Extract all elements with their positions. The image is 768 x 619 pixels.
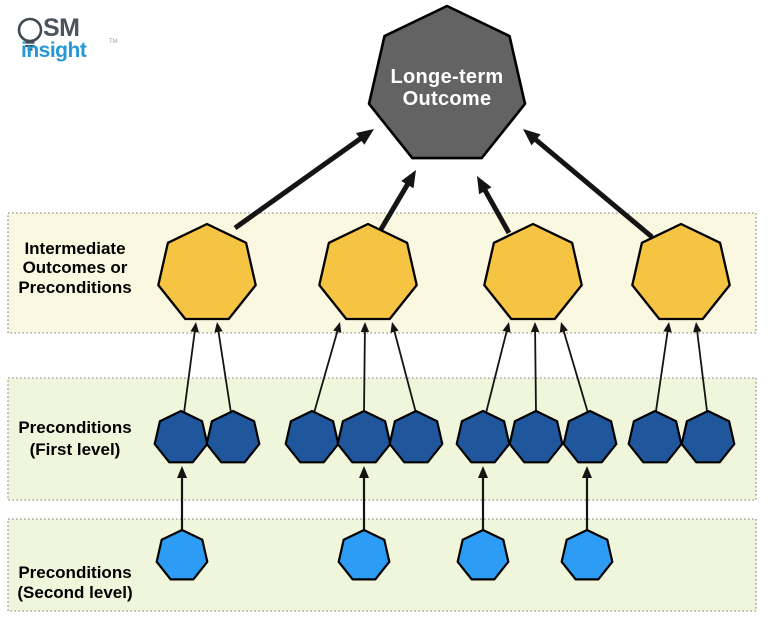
arrow-shaft — [217, 329, 232, 414]
arrow-head — [559, 322, 568, 333]
arrow-shaft — [313, 329, 339, 414]
arrow-secondlevel-to-firstlevel-4 — [582, 466, 592, 532]
arrow-head — [693, 322, 702, 333]
arrow-head — [190, 322, 199, 333]
logo-trademark-mark: TM — [109, 39, 118, 45]
arrow-firstlevel-to-intermediate-8 — [559, 322, 589, 414]
arrow-shaft — [377, 181, 411, 233]
first-level-heptagon-1-2 — [205, 409, 261, 464]
arrow-intermediate-to-longterm-1 — [233, 129, 374, 231]
arrow-head — [333, 322, 342, 333]
arrow-head — [523, 129, 541, 146]
arrow-head — [582, 466, 592, 478]
arrow-intermediate-to-longterm-3 — [477, 176, 512, 235]
intermediate-heptagon-1 — [157, 222, 257, 321]
arrow-secondlevel-to-firstlevel-3 — [478, 466, 488, 532]
arrow-head — [356, 129, 374, 145]
arrow-head — [477, 176, 492, 195]
first-level-heptagon-4-1 — [627, 409, 683, 464]
intermediate-heptagon-3 — [483, 222, 583, 321]
first-level-heptagon-3-2 — [508, 409, 564, 464]
arrow-head — [530, 322, 540, 332]
first-level-heptagon-1-1 — [153, 409, 209, 464]
arrow-shaft — [482, 187, 512, 235]
arrow-shaft — [534, 329, 537, 414]
arrow-intermediate-to-longterm-2 — [377, 170, 416, 233]
arrow-shaft — [363, 329, 366, 414]
arrow-shaft — [183, 329, 196, 414]
arrow-head — [663, 322, 672, 333]
band-label-second-level: Preconditions(Second level) — [17, 563, 132, 602]
arrow-firstlevel-to-intermediate-6 — [485, 322, 511, 414]
intermediate-heptagon-2 — [318, 222, 418, 321]
arrow-secondlevel-to-firstlevel-1 — [177, 466, 187, 532]
second-level-heptagon-2 — [337, 528, 391, 581]
first-level-heptagon-3-1 — [455, 409, 511, 464]
arrow-shaft — [696, 329, 708, 412]
arrow-firstlevel-to-intermediate-9 — [655, 322, 672, 412]
arrow-head — [359, 466, 369, 478]
second-level-heptagon-1 — [155, 528, 209, 581]
first-level-heptagon-2-3 — [388, 409, 444, 464]
band-label-first-level: Preconditions(First level) — [18, 418, 131, 459]
first-level-heptagon-3-3 — [562, 409, 618, 464]
first-level-heptagon-2-1 — [284, 409, 340, 464]
arrow-firstlevel-to-intermediate-1 — [183, 322, 199, 414]
arrow-head — [214, 322, 223, 333]
arrow-firstlevel-to-intermediate-2 — [214, 322, 232, 414]
arrow-shaft — [562, 329, 589, 414]
lightbulb-icon — [17, 17, 43, 51]
arrow-head — [360, 322, 370, 332]
arrow-firstlevel-to-intermediate-3 — [313, 322, 342, 414]
long-term-outcome-heptagon — [367, 4, 527, 160]
logo-brand-sm: SM — [43, 14, 80, 42]
arrow-head — [401, 170, 416, 189]
arrow-secondlevel-to-firstlevel-2 — [359, 466, 369, 532]
arrow-intermediate-to-longterm-4 — [523, 129, 654, 239]
arrow-head — [502, 322, 511, 333]
second-level-heptagon-3 — [456, 528, 510, 581]
arrow-firstlevel-to-intermediate-10 — [693, 322, 708, 412]
arrow-shaft — [485, 329, 508, 414]
arrow-head — [478, 466, 488, 478]
arrow-firstlevel-to-intermediate-4 — [360, 322, 370, 414]
arrow-firstlevel-to-intermediate-7 — [530, 322, 540, 414]
logo-brand-insight: insight — [21, 39, 87, 62]
arrow-shaft — [532, 136, 654, 239]
first-level-heptagon-4-2 — [680, 409, 736, 464]
arrow-head — [177, 466, 187, 478]
first-level-heptagon-2-2 — [336, 409, 392, 464]
arrow-head — [390, 322, 399, 333]
arrow-firstlevel-to-intermediate-5 — [390, 322, 417, 414]
arrow-shaft — [233, 135, 364, 231]
sm-insight-logo: SM insight TM — [17, 14, 118, 62]
second-level-heptagon-4 — [560, 528, 614, 581]
arrow-shaft — [393, 329, 417, 414]
intermediate-heptagon-4 — [631, 222, 731, 321]
arrow-shaft — [655, 329, 669, 412]
